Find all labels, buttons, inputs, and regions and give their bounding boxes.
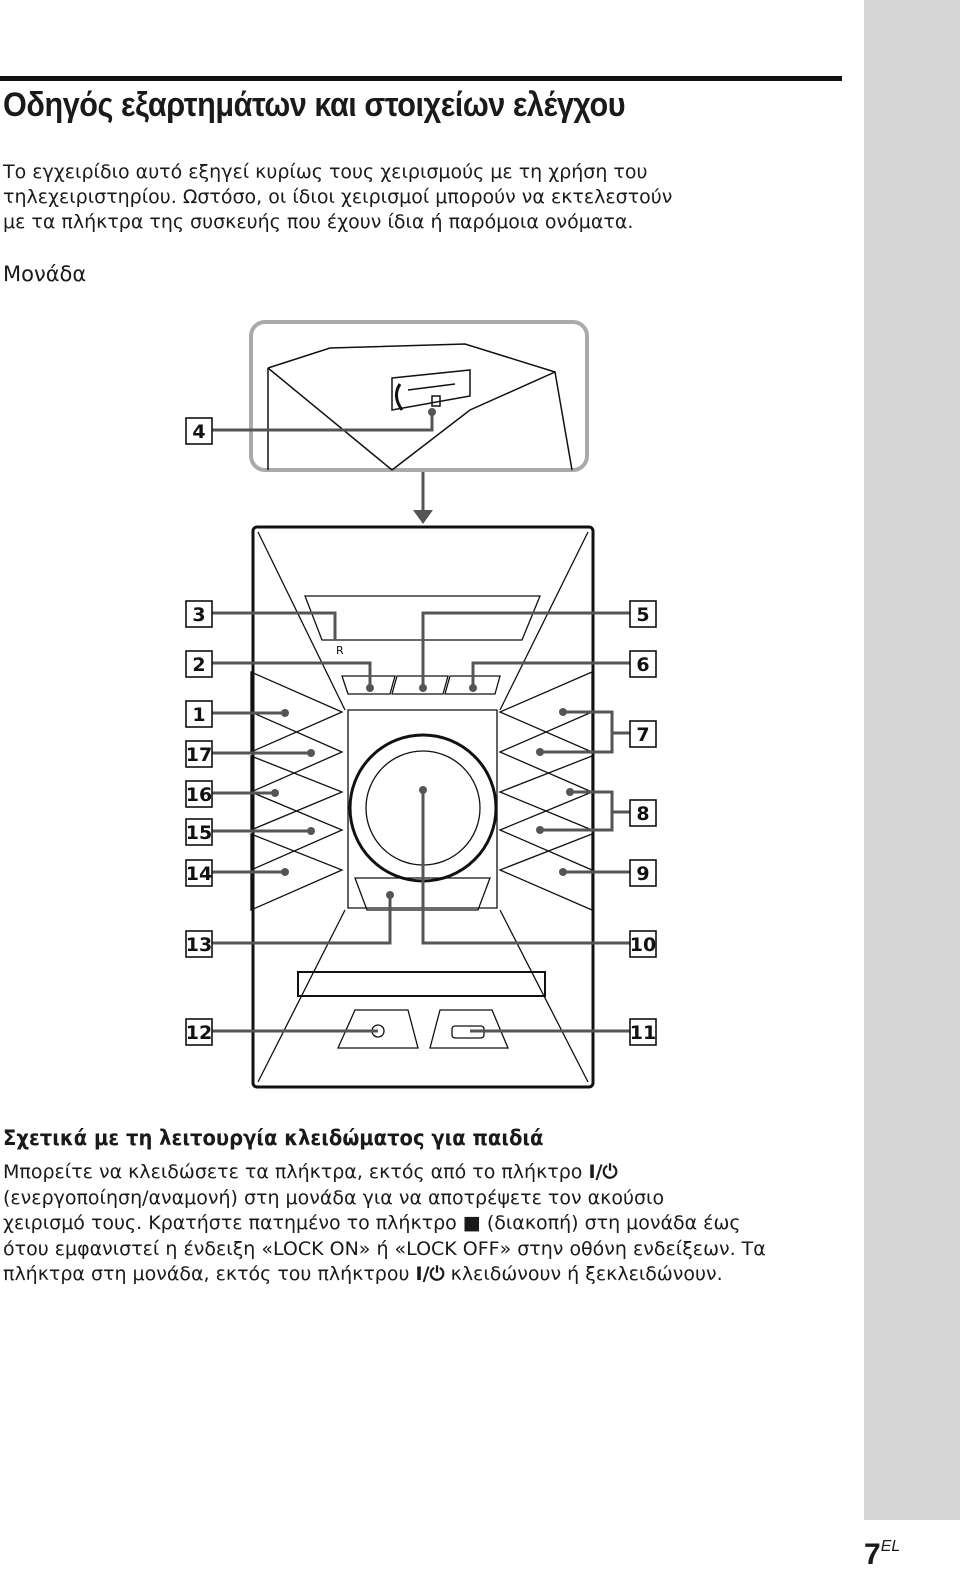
callout-2: 2 xyxy=(185,650,213,678)
callout-17: 17 xyxy=(185,740,213,768)
dock-inset xyxy=(249,320,589,472)
page-sidebar-tab xyxy=(864,0,960,1520)
callout-16: 16 xyxy=(185,780,213,808)
inset-frame xyxy=(249,320,589,472)
callout-10: 10 xyxy=(629,930,657,958)
callout-13: 13 xyxy=(185,930,213,958)
callout-3: 3 xyxy=(185,600,213,628)
inset-arrow xyxy=(413,472,433,524)
callout-7: 7 xyxy=(629,720,657,748)
callout-15: 15 xyxy=(185,818,213,846)
svg-text:4: 4 xyxy=(192,421,205,443)
page-title: Οδηγός εξαρτημάτων και στοιχείων ελέγχου xyxy=(3,86,626,124)
body-line: χειρισμό τους. Κρατήστε πατημένο το πλήκ… xyxy=(3,1212,741,1234)
callout-4: 4 xyxy=(185,417,213,445)
svg-text:10: 10 xyxy=(630,934,656,956)
callout-6: 6 xyxy=(629,650,657,678)
svg-text:1: 1 xyxy=(192,704,205,726)
callout-8: 8 xyxy=(629,799,657,827)
intro-line: με τα πλήκτρα της συσκευής που έχουν ίδι… xyxy=(3,211,634,233)
svg-text:11: 11 xyxy=(630,1022,656,1044)
svg-text:9: 9 xyxy=(636,863,649,885)
callout-14: 14 xyxy=(185,859,213,887)
svg-text:13: 13 xyxy=(186,934,212,956)
body-line: ότου εμφανιστεί η ένδειξη «LOCK ON» ή «L… xyxy=(3,1237,766,1260)
svg-text:7: 7 xyxy=(636,724,649,746)
leader-lines xyxy=(212,412,630,1033)
svg-text:15: 15 xyxy=(186,822,212,844)
svg-text:8: 8 xyxy=(636,803,649,825)
svg-text:14: 14 xyxy=(186,863,212,885)
page-number: 7EL xyxy=(864,1538,900,1572)
svg-text:5: 5 xyxy=(636,604,649,626)
svg-text:16: 16 xyxy=(186,784,212,806)
callout-1: 1 xyxy=(185,700,213,728)
leader-dots xyxy=(271,408,574,899)
unit-heading: Μονάδα xyxy=(3,262,87,286)
child-lock-paragraph: Μπορείτε να κλειδώσετε τα πλήκτρα, εκτός… xyxy=(3,1160,853,1288)
page-language-suffix: EL xyxy=(880,1538,901,1555)
svg-text:2: 2 xyxy=(192,654,205,676)
svg-text:3: 3 xyxy=(192,604,205,626)
power-symbol: I/⏻ xyxy=(588,1161,618,1183)
top-rule xyxy=(0,76,842,81)
unit-diagram: R 4 xyxy=(185,320,657,1089)
svg-text:17: 17 xyxy=(186,744,212,766)
display-mark: R xyxy=(336,644,344,657)
body-line: πλήκτρα στη μονάδα, εκτός του πλήκτρου I… xyxy=(3,1263,723,1285)
power-symbol: I/⏻ xyxy=(415,1263,445,1285)
callout-11: 11 xyxy=(629,1018,657,1046)
callout-12: 12 xyxy=(185,1018,213,1046)
body-line: Μπορείτε να κλειδώσετε τα πλήκτρα, εκτός… xyxy=(3,1161,618,1183)
intro-line: Το εγχειρίδιο αυτό εξηγεί κυρίως τους χε… xyxy=(3,161,648,183)
intro-line: τηλεχειριστηρίου. Ωστόσο, οι ίδιοι χειρι… xyxy=(3,186,673,208)
stop-symbol: ■ xyxy=(462,1212,481,1234)
callout-5: 5 xyxy=(629,600,657,628)
callout-9: 9 xyxy=(629,859,657,887)
page-number-value: 7 xyxy=(864,1538,881,1571)
svg-text:12: 12 xyxy=(186,1022,212,1044)
intro-paragraph: Το εγχειρίδιο αυτό εξηγεί κυρίως τους χε… xyxy=(3,160,843,235)
child-lock-heading: Σχετικά με τη λειτουργία κλειδώματος για… xyxy=(3,1126,544,1150)
body-line: (ενεργοποίηση/αναμονή) στη μονάδα για να… xyxy=(3,1186,665,1209)
svg-text:6: 6 xyxy=(636,654,649,676)
